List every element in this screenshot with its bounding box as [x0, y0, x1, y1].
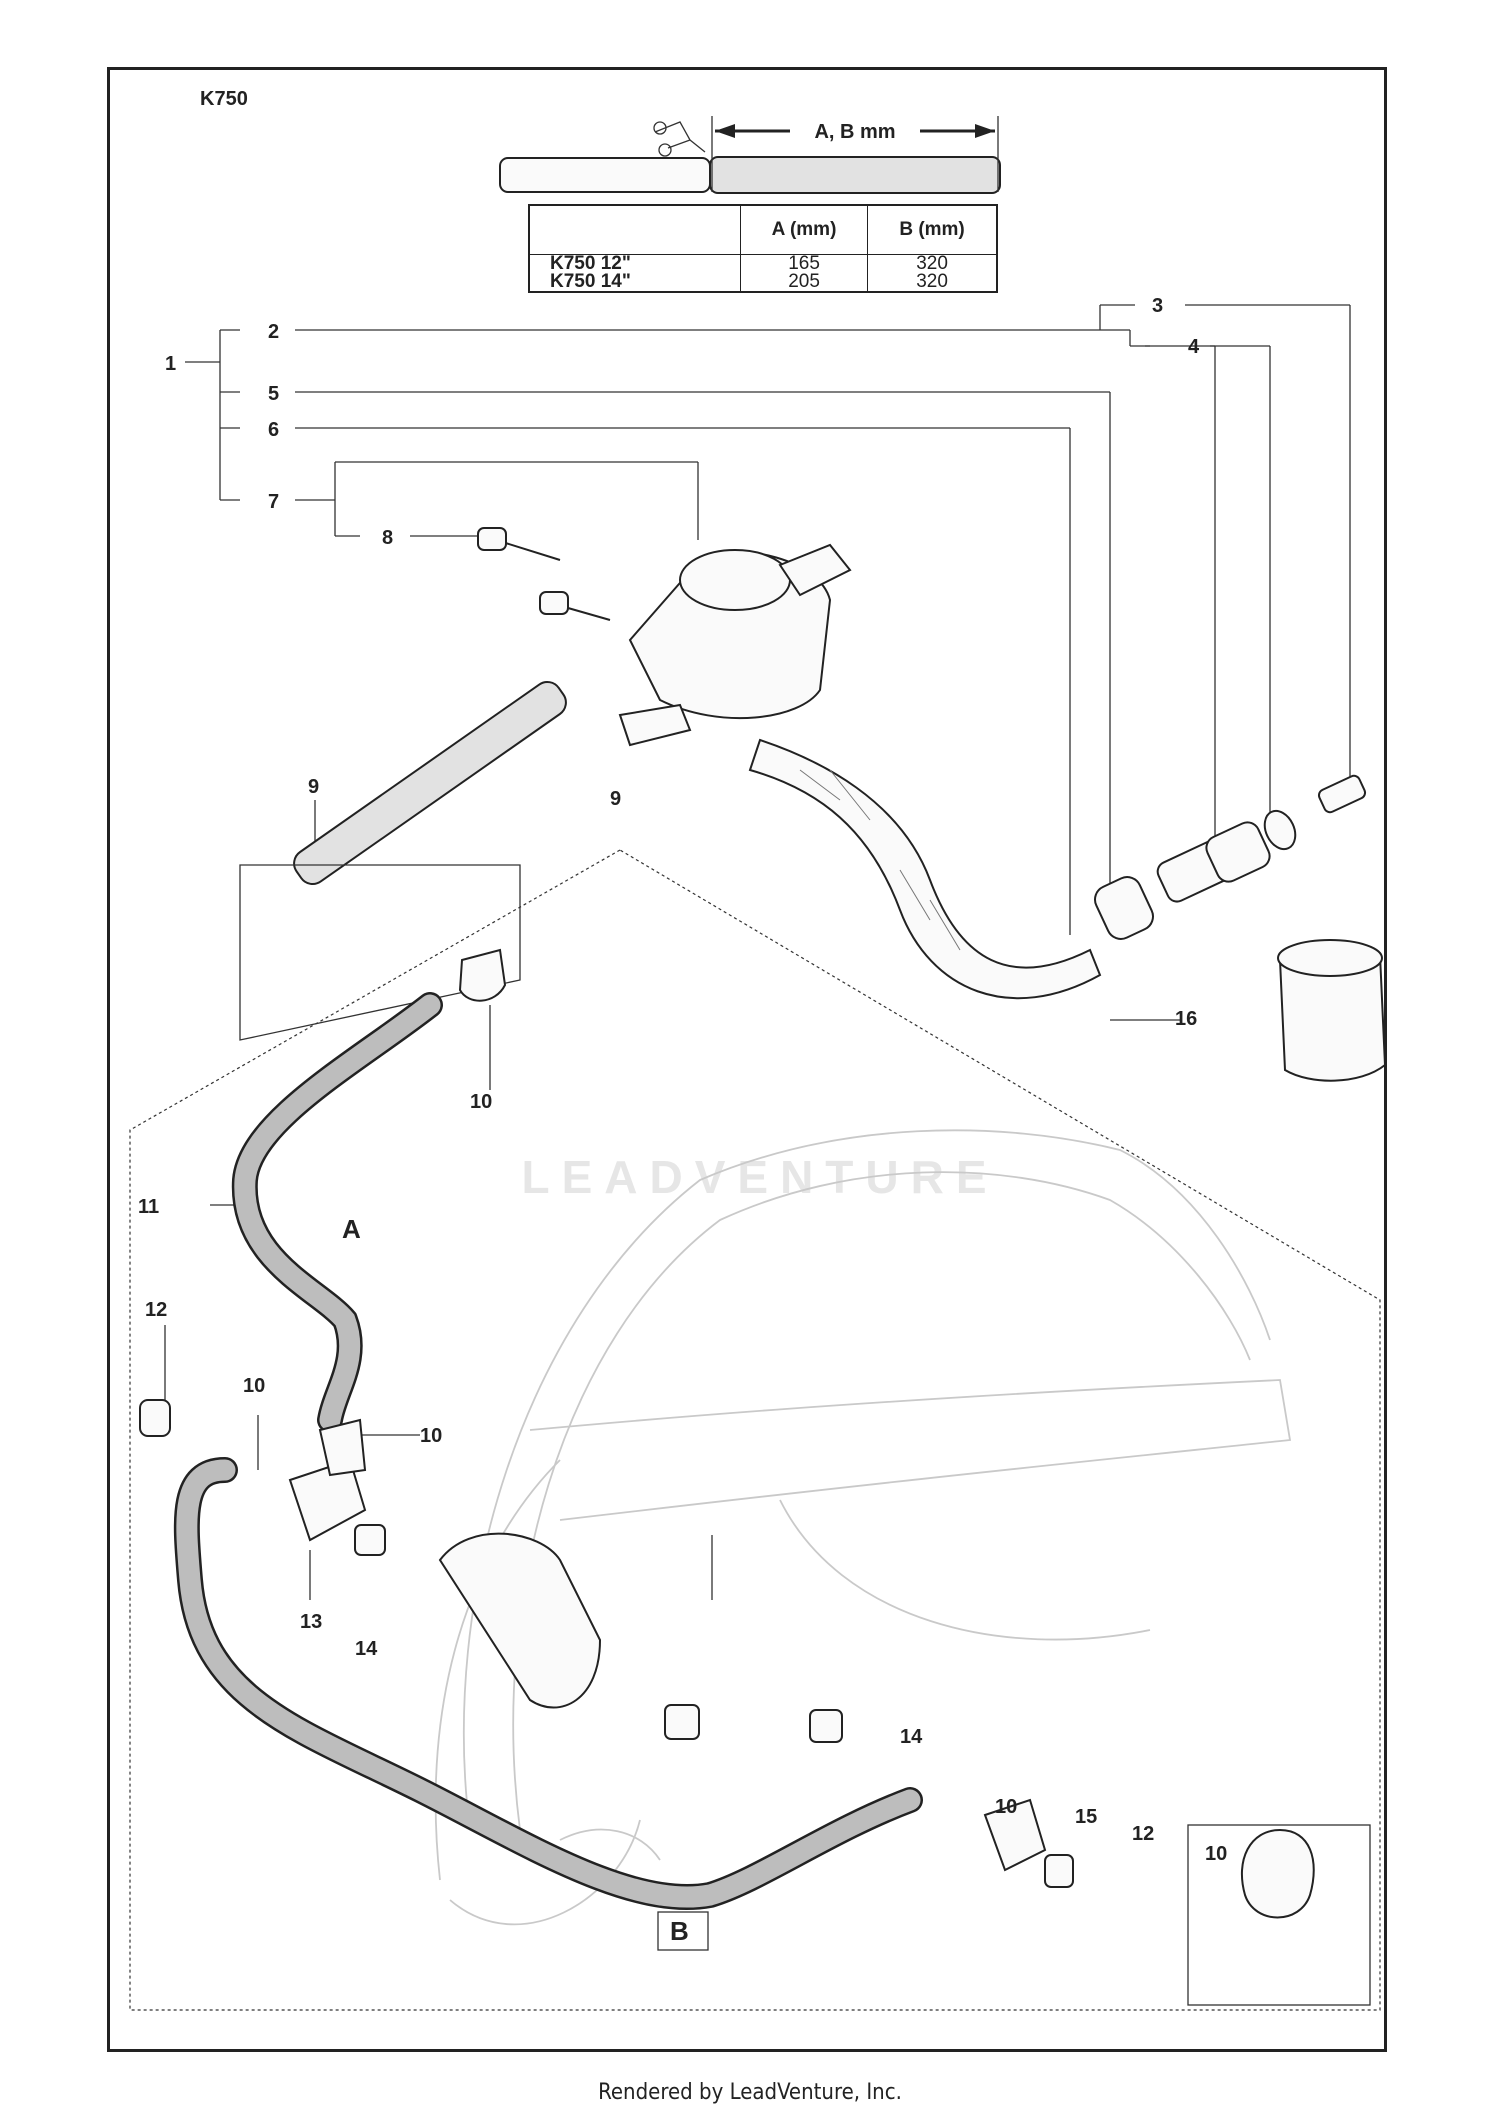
- callout-7: 7: [268, 491, 279, 513]
- table-cell-model: K750 12" K750 14": [528, 253, 741, 293]
- hose-detail-box: [239, 864, 521, 1041]
- callout-14: 14: [355, 1638, 378, 1660]
- plug-12: [1044, 1854, 1074, 1888]
- screw-head-icon: [477, 527, 507, 551]
- value-a: 205: [788, 271, 820, 292]
- callout-10: 10: [243, 1375, 265, 1397]
- callout-10: 10: [995, 1796, 1017, 1818]
- callout-12: 12: [145, 1299, 167, 1321]
- kit-boundary: [129, 849, 1381, 2011]
- ring-nut: [1094, 876, 1154, 940]
- callout-10: 10: [420, 1425, 442, 1447]
- model-label: K750: [200, 88, 248, 110]
- scissors-icon: [653, 121, 667, 135]
- blade-guard-outline: [434, 1129, 1292, 1926]
- hose-label-a: A: [342, 1214, 361, 1244]
- quick-coupling: [1277, 939, 1387, 1082]
- hose-label-b-box: [657, 1911, 709, 1951]
- callout-4: 4: [1188, 336, 1200, 358]
- callout-10: 10: [1205, 1843, 1227, 1865]
- clamp-detail-box: [1187, 1824, 1371, 2006]
- table-cell-b: 320 320: [867, 253, 998, 293]
- callout-leaders: [164, 304, 1351, 1600]
- callout-11: 11: [138, 1196, 159, 1218]
- valve-lever: [778, 543, 852, 597]
- valve-assembly: [477, 527, 852, 747]
- value-a: 165: [788, 253, 820, 274]
- plug-12: [139, 1399, 171, 1437]
- hose-a: [234, 994, 441, 1431]
- value-b: 320: [916, 253, 948, 274]
- inlet-fittings: [1094, 774, 1367, 940]
- callout-2: 2: [268, 321, 279, 343]
- threaded-adapter: [1205, 821, 1271, 883]
- callout-10: 10: [470, 1091, 492, 1113]
- measure-label: A, B mm: [814, 121, 895, 143]
- value-b: 320: [916, 271, 948, 292]
- table-header-cell: [528, 204, 741, 255]
- callout-1: 1: [165, 353, 176, 375]
- footer-credit: Rendered by LeadVenture, Inc.: [598, 2080, 902, 2105]
- hose-clamp-10: [458, 948, 507, 1002]
- hose-clamp-10-detail: [1240, 1828, 1315, 1919]
- screw-head-icon: [539, 591, 569, 615]
- model-variant: K750 14": [550, 271, 631, 292]
- callout-3: 3: [1152, 295, 1163, 317]
- tube-cut-illustration: A, B mm: [499, 116, 1001, 194]
- nut-14: [354, 1524, 386, 1556]
- water-hose-9: [293, 680, 567, 886]
- nozzle-bracket: [438, 1532, 602, 1709]
- scissors-icon: [658, 143, 672, 157]
- model-variant: K750 12": [550, 253, 631, 274]
- short-tube-icon: [499, 157, 711, 193]
- nut-14: [664, 1704, 700, 1740]
- callout-14: 14: [900, 1726, 923, 1748]
- t-fitting-branch: [318, 1418, 367, 1477]
- nut-14: [809, 1709, 843, 1743]
- table-header-cell: A (mm): [739, 204, 869, 255]
- table-header-cell: B (mm): [867, 204, 998, 255]
- hose-nipple: [618, 703, 692, 747]
- table-row: K750 12" K750 14" 165 205 320 320: [528, 253, 998, 293]
- measured-tube-icon: [709, 156, 1001, 194]
- table-header-row: A (mm) B (mm): [528, 204, 998, 255]
- valve-port: [679, 549, 791, 611]
- braid-pattern: [799, 769, 961, 951]
- callout-12: 12: [1132, 1823, 1154, 1845]
- callout-5: 5: [268, 383, 279, 405]
- hose-b: [176, 1459, 921, 1908]
- callout-15: 15: [1075, 1806, 1097, 1828]
- callout-8: 8: [382, 527, 393, 549]
- o-ring: [1263, 809, 1297, 851]
- scissors-icon: [654, 121, 706, 153]
- callout-9: 9: [308, 776, 319, 798]
- table-cell-a: 165 205: [739, 253, 869, 293]
- hose-label-b: B: [670, 1916, 689, 1946]
- filter-screen: [1317, 774, 1367, 814]
- callout-6: 6: [268, 419, 279, 441]
- braided-hose: [748, 738, 1102, 1000]
- callout-16: 16: [1175, 1008, 1197, 1030]
- nozzle-15: [983, 1798, 1047, 1872]
- hose-length-table: A (mm) B (mm) K750 12" K750 14" 165 205 …: [528, 204, 998, 293]
- callout-13: 13: [300, 1611, 322, 1633]
- callout-9: 9: [610, 788, 621, 810]
